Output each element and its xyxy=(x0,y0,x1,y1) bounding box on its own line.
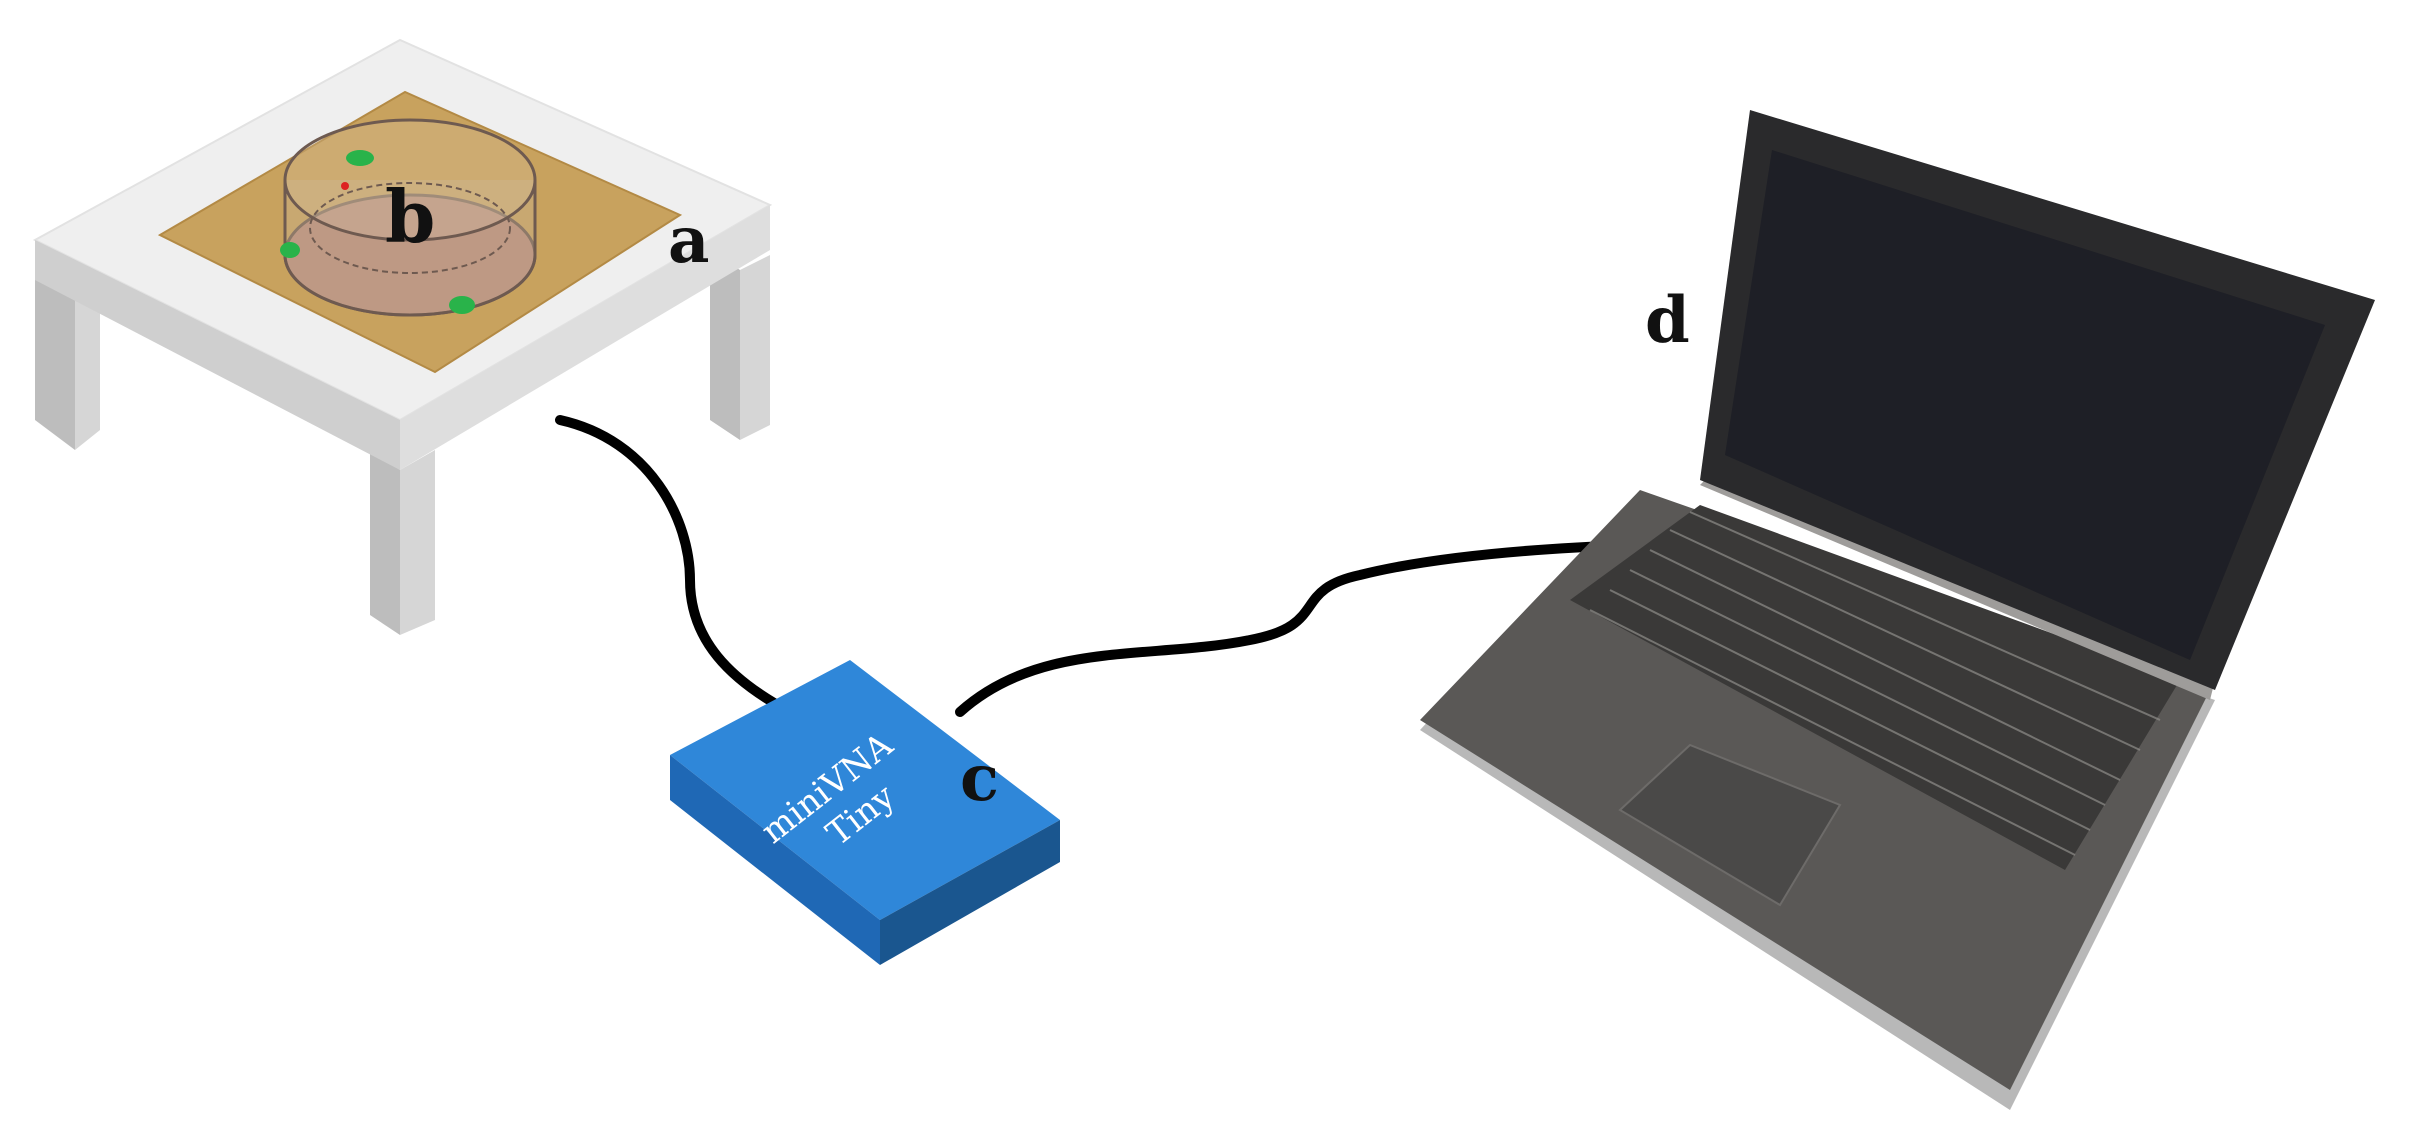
cable-table-to-analyzer xyxy=(555,415,795,717)
table-leg-left xyxy=(35,270,75,450)
resonator-sample xyxy=(280,118,537,317)
laptop-computer xyxy=(1420,110,2375,1110)
label-analyzer: c xyxy=(960,741,999,816)
table-top-edge-left xyxy=(35,240,400,470)
resonator-marker xyxy=(346,150,374,166)
vna-analyzer-device: miniVNA Tiny xyxy=(670,660,1060,965)
label-sample: b xyxy=(385,174,435,259)
table-leg-left-side xyxy=(75,285,100,450)
laptop-touchpad xyxy=(1618,743,1842,907)
resonator-feed-point xyxy=(341,182,349,190)
cable-analyzer-to-laptop xyxy=(955,540,1635,717)
table-top-edge-right xyxy=(400,205,770,470)
laptop-display xyxy=(1725,150,2325,660)
resonator-rim xyxy=(283,118,537,242)
table-leg-right xyxy=(710,250,740,440)
analyzer-right-face xyxy=(880,820,1060,965)
label-table: a xyxy=(668,203,709,278)
resonator-inner-rim xyxy=(309,182,511,274)
resonator-wall xyxy=(283,180,537,317)
resonator-marker xyxy=(449,296,475,314)
laptop-keyboard xyxy=(1570,505,2180,870)
table-leg-front xyxy=(370,450,400,635)
table-leg-right-side xyxy=(740,255,770,440)
table-leg-front-side xyxy=(400,450,435,635)
resonator-marker xyxy=(280,242,300,258)
label-laptop: d xyxy=(1645,283,1690,358)
analyzer-left-face xyxy=(670,755,880,965)
keyboard-keys xyxy=(1589,511,2161,856)
analyzer-top-face xyxy=(670,660,1060,920)
